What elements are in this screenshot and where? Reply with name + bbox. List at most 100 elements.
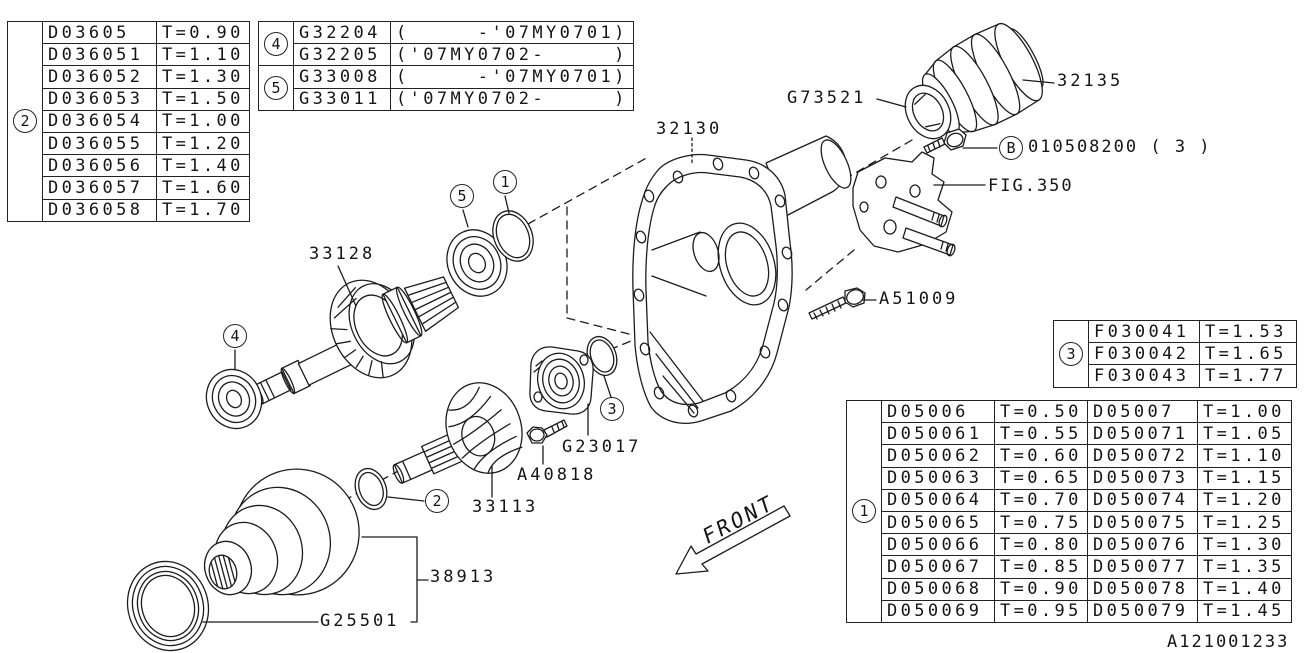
thickness: T=1.70 <box>156 198 250 222</box>
thickness: T=0.90 <box>156 20 250 45</box>
thickness: T=0.95 <box>994 599 1088 623</box>
bracket-drawing <box>852 151 956 257</box>
model-range: ( -'07MY0701) <box>390 65 634 89</box>
part-label-32135: 32135 <box>1057 71 1124 91</box>
transfer-case-drawing <box>632 153 793 424</box>
part-number: D036057 <box>42 176 157 200</box>
case-tube-drawing <box>765 135 852 217</box>
part-number: D050066 <box>881 533 995 557</box>
callout-1-table: 1 <box>852 499 876 524</box>
o-ring-2-drawing <box>354 467 388 511</box>
part-number: G32205 <box>293 43 391 67</box>
part-number: D050067 <box>881 555 995 579</box>
callout-4: 4 <box>223 324 247 348</box>
thickness: T=1.00 <box>1197 399 1292 424</box>
callout-5: 5 <box>450 184 474 208</box>
callout-5-table: 5 <box>264 76 288 101</box>
part-number: G33011 <box>293 87 391 111</box>
part-number: D05007 <box>1087 399 1198 424</box>
part-number: D050078 <box>1087 577 1198 601</box>
thickness: T=1.25 <box>1197 510 1292 535</box>
part-label-g25501: G25501 <box>320 611 400 631</box>
callout-4-table: 4 <box>264 31 288 56</box>
pinion-gear-drawing <box>392 382 523 484</box>
thickness: T=1.45 <box>1197 599 1292 623</box>
model-range: ('07MY0702- ) <box>390 87 634 111</box>
bolt-b-drawing <box>923 128 967 154</box>
thickness: T=1.20 <box>156 131 250 156</box>
spline-bore-drawing <box>208 554 238 590</box>
model-range: ('07MY0702- ) <box>390 43 634 67</box>
part-number: D050071 <box>1087 422 1198 446</box>
thickness: T=0.90 <box>994 577 1088 601</box>
part-number: G33008 <box>293 65 391 89</box>
part-label-33113: 33113 <box>472 497 539 517</box>
thickness: T=0.55 <box>994 422 1088 446</box>
figure-reference-label: FIG.350 <box>988 176 1074 196</box>
part-number: G32204 <box>293 20 391 45</box>
part-number: F030042 <box>1088 342 1200 366</box>
thickness: T=1.15 <box>1197 466 1292 490</box>
part-number: D036052 <box>42 65 157 89</box>
range-table-4-5: 4 G32204( -'07MY0701) G32205('07MY0702- … <box>258 20 634 111</box>
part-number: D050076 <box>1087 533 1198 557</box>
part-number: D050075 <box>1087 510 1198 535</box>
thickness: T=1.10 <box>156 43 250 67</box>
part-number: D036056 <box>42 154 157 178</box>
thickness: T=0.75 <box>994 510 1088 535</box>
case-bolt-holes <box>633 157 793 418</box>
callout-1: 1 <box>493 170 517 194</box>
thickness: T=0.65 <box>994 466 1088 490</box>
thickness: T=1.05 <box>1197 422 1292 446</box>
part-number: D050065 <box>881 510 995 535</box>
table-ref-cell: 1 <box>846 400 882 623</box>
part-number: D036058 <box>42 198 157 222</box>
part-number: D050068 <box>881 577 995 601</box>
thickness: T=0.85 <box>994 555 1088 579</box>
part-number: D050079 <box>1087 599 1198 623</box>
drum-drawing <box>203 468 360 596</box>
input-shaft-drawing <box>251 276 460 405</box>
thickness: T=1.10 <box>1197 444 1292 468</box>
part-label-a40818: A40818 <box>517 465 597 485</box>
thickness: T=1.35 <box>1197 555 1292 579</box>
thickness: T=1.40 <box>1197 577 1292 601</box>
table-ref-cell: 5 <box>258 65 294 111</box>
part-number: F030041 <box>1088 319 1200 344</box>
callout-b: B <box>999 136 1023 160</box>
oil-seal-drawing <box>126 560 210 652</box>
part-number: D036055 <box>42 131 157 156</box>
seal-ring-drawing <box>904 84 952 140</box>
part-number: D050064 <box>881 488 995 512</box>
part-label-38913: 38913 <box>430 567 497 587</box>
rear-bearing-drawing <box>446 229 508 297</box>
part-number: F030043 <box>1088 364 1200 388</box>
thickness: T=1.60 <box>156 176 250 200</box>
table-ref-cell: 2 <box>7 21 43 222</box>
thickness: T=1.30 <box>156 65 250 89</box>
part-number: D050077 <box>1087 555 1198 579</box>
part-number: D03605 <box>42 20 157 45</box>
part-number: D036051 <box>42 43 157 67</box>
thickness: T=1.65 <box>1199 342 1297 366</box>
part-label-32130: 32130 <box>656 119 723 139</box>
callout-2: 2 <box>425 489 449 513</box>
part-label-a51009: A51009 <box>879 289 959 309</box>
spline-section-drawing <box>403 276 460 332</box>
callout-3: 3 <box>600 397 624 421</box>
part-label-g23017: G23017 <box>562 437 642 457</box>
model-range: ( -'07MY0701) <box>390 20 634 45</box>
leader-lines <box>202 79 1055 623</box>
part-number: D05006 <box>881 399 995 424</box>
front-arrow-icon <box>675 505 791 575</box>
part-number: D036053 <box>42 87 157 111</box>
thickness: T=0.70 <box>994 488 1088 512</box>
thickness: T=1.53 <box>1199 319 1297 344</box>
thickness: T=0.60 <box>994 444 1088 468</box>
thickness: T=1.30 <box>1197 533 1292 557</box>
part-number: D050069 <box>881 599 995 623</box>
thickness: T=1.00 <box>156 109 250 133</box>
thickness: T=0.50 <box>994 399 1088 424</box>
